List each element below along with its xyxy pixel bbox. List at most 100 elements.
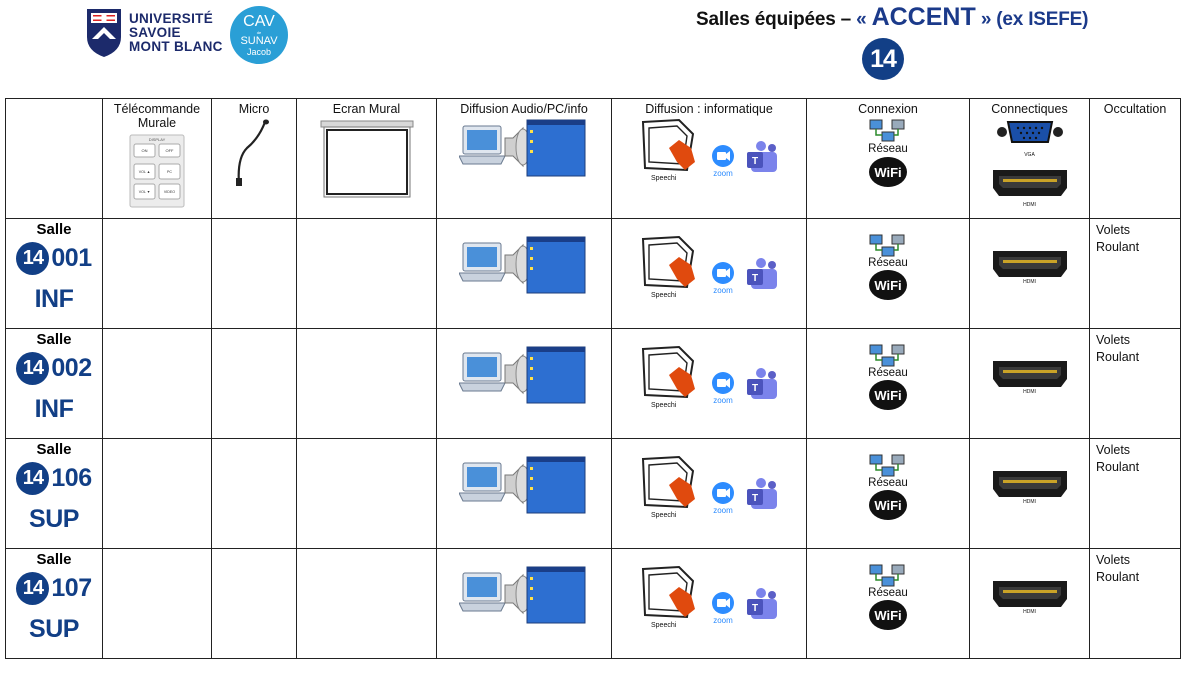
hdmi-label: HDMI — [1023, 389, 1036, 395]
svg-text:OFF: OFF — [166, 148, 175, 153]
svg-text:VOL ▼: VOL ▼ — [139, 190, 151, 194]
column-header-label: Connectiques — [991, 102, 1068, 116]
svg-text:Speechi: Speechi — [651, 402, 677, 409]
building-badge: 14 — [16, 462, 50, 495]
ecran-cell — [296, 438, 437, 549]
column-header-label: Connexion — [858, 102, 918, 116]
diffusion-info-cell: Speechi zoom T — [611, 218, 807, 329]
speechi-zoom-teams-icon: Speechi zoom T — [641, 455, 777, 519]
network-icon — [869, 564, 905, 587]
occultation-line-2: Roulant — [1096, 240, 1140, 254]
diffusion-cell — [436, 438, 612, 549]
svg-text:T: T — [752, 493, 758, 504]
wifi-icon: WiFi — [869, 490, 907, 520]
computer-audio-icon — [459, 346, 586, 404]
column-header-connectiques: Connectiques VGA — [969, 98, 1090, 219]
microphone-icon — [236, 119, 269, 186]
occultation-line-1: Volets — [1096, 443, 1131, 457]
university-name: UNIVERSITÉ SAVOIE MONT BLANC — [129, 12, 223, 54]
zoom-icon: zoom — [712, 262, 734, 295]
room-number-line: 14 002 — [6, 352, 102, 385]
column-header-label: Occultation — [1103, 102, 1167, 116]
speechi-zoom-teams-icon: Speechi zoom T — [641, 565, 777, 629]
occultation-text: Volets Roulant — [1090, 329, 1180, 366]
occultation-line-1: Volets — [1096, 223, 1131, 237]
connexion-cell: Réseau WiFi — [806, 438, 970, 549]
diffusion-cell — [436, 218, 612, 329]
wifi-icon: WiFi — [869, 270, 907, 300]
svg-text:Speechi: Speechi — [651, 292, 677, 299]
speechi-icon: Speechi — [641, 345, 695, 409]
reseau-label: Réseau — [868, 367, 908, 379]
reseau-label: Réseau — [868, 587, 908, 599]
svg-text:WiFi: WiFi — [874, 388, 901, 403]
shield-icon — [87, 9, 121, 57]
speechi-zoom-teams-icon: Speechi zoom T — [641, 345, 777, 409]
room-number: 107 — [51, 574, 92, 602]
hdmi-label: HDMI — [1023, 499, 1036, 505]
speechi-zoom-teams-icon: Speechi zoom T — [641, 235, 777, 299]
room-cell: Salle 14 002 INF — [5, 328, 103, 439]
occultation-cell: Volets Roulant — [1089, 328, 1181, 439]
speechi-zoom-teams-icon: Speechi zoom — [641, 118, 777, 182]
zoom-icon: zoom — [712, 592, 734, 625]
reseau-label: Réseau — [868, 143, 908, 155]
occultation-text: Volets Roulant — [1090, 549, 1180, 586]
ecran-cell — [296, 218, 437, 329]
connexion-cell: Réseau WiFi — [806, 548, 970, 659]
table-row: Salle 14 001 INF — [5, 218, 1181, 329]
occultation-line-2: Roulant — [1096, 460, 1140, 474]
column-header-label: Ecran Mural — [332, 102, 401, 116]
hdmi-port-icon — [992, 471, 1067, 497]
zoom-icon: zoom — [712, 482, 734, 515]
teams-icon: T — [747, 141, 777, 172]
svg-text:zoom: zoom — [713, 396, 733, 405]
room-number-line: 14 001 — [6, 242, 102, 275]
micro-cell — [211, 548, 297, 659]
vga-port-icon — [996, 121, 1063, 143]
column-header-label: Diffusion : informatique — [645, 102, 773, 116]
hdmi-label: HDMI — [1023, 609, 1036, 615]
column-header-telecommande: Télécommande Murale DISPLAY ON OFF VOL ▲ — [102, 98, 212, 219]
column-header-salle — [5, 98, 103, 219]
occultation-cell: Volets Roulant — [1089, 438, 1181, 549]
diffusion-info-cell: Speechi zoom T — [611, 548, 807, 659]
svg-text:WiFi: WiFi — [874, 165, 901, 180]
zoom-icon: zoom — [712, 145, 734, 178]
network-icon — [869, 234, 905, 257]
connectiques-cell: HDMI — [969, 438, 1090, 549]
occultation-line-1: Volets — [1096, 333, 1131, 347]
svg-text:T: T — [752, 603, 758, 614]
teams-icon: T — [747, 588, 777, 619]
cav-logo-small: de — [256, 30, 262, 35]
remote-control-icon: DISPLAY ON OFF VOL ▲ PC VOL ▼ — [129, 134, 185, 208]
column-header-diffusion: Diffusion Audio/PC/info — [436, 98, 612, 219]
micro-cell — [211, 328, 297, 439]
cav-logo-mid: SUNAV — [240, 35, 278, 47]
teams-icon: T — [747, 368, 777, 399]
speaker-icon — [504, 573, 531, 615]
room-cell: Salle 14 106 SUP — [5, 438, 103, 549]
column-header-label: Micro — [238, 102, 270, 116]
micro-cell — [211, 438, 297, 549]
room-salle-label: Salle — [36, 221, 72, 238]
building-badge: 14 — [16, 572, 50, 605]
laptop-icon — [459, 242, 506, 282]
room-salle-label: Salle — [36, 331, 72, 348]
speaker-icon — [504, 463, 531, 505]
window-icon — [526, 346, 586, 404]
occultation-line-2: Roulant — [1096, 350, 1140, 364]
speechi-icon: Speechi — [641, 235, 695, 299]
connexion-cell: Réseau WiFi — [806, 328, 970, 439]
computer-audio-icon — [459, 456, 586, 514]
occultation-cell: Volets Roulant — [1089, 218, 1181, 329]
header-row: Télécommande Murale DISPLAY ON OFF VOL ▲ — [5, 98, 1181, 219]
room-number: 106 — [51, 464, 92, 492]
ecran-cell — [296, 548, 437, 659]
telecommande-cell — [102, 218, 212, 329]
svg-text:VOL ▲: VOL ▲ — [139, 170, 151, 174]
room-cell: Salle 14 107 SUP — [5, 548, 103, 659]
university-logo: UNIVERSITÉ SAVOIE MONT BLANC — [85, 6, 225, 60]
room-label: Salle 14 002 INF — [6, 331, 102, 424]
